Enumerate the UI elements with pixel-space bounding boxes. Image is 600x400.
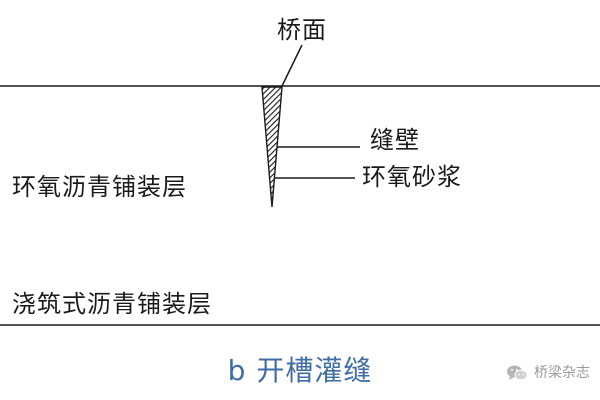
label-epoxy-asphalt-layer: 环氧沥青铺装层: [12, 173, 187, 201]
watermark-text: 桥梁杂志: [534, 365, 590, 381]
figure-caption: b 开槽灌缝: [227, 354, 373, 387]
label-bridge-deck: 桥面: [277, 16, 327, 44]
label-seam-wall: 缝壁: [370, 126, 420, 154]
label-epoxy-mortar: 环氧砂浆: [362, 163, 462, 191]
watermark: 桥梁杂志: [506, 364, 590, 382]
leader-bridge-deck: [281, 44, 303, 87]
label-poured-asphalt-layer: 浇筑式沥青铺装层: [12, 290, 212, 318]
wechat-icon: [507, 365, 528, 381]
